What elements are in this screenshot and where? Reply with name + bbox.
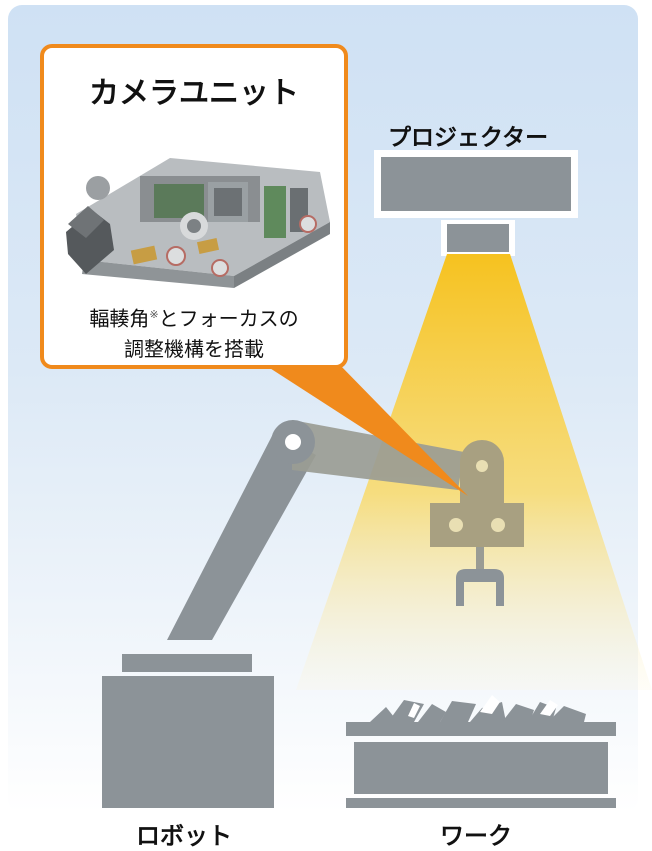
- camera-unit-illustration: [66, 158, 330, 288]
- tray-foot: [346, 798, 616, 808]
- camera-unit-callout: カメラユニット 輻輳角※とフォーカスの 調整機構を搭載: [40, 44, 348, 369]
- projector-body: [381, 157, 571, 211]
- footnote-mark: ※: [149, 308, 159, 321]
- callout-pointer: [262, 363, 468, 496]
- wrist-link: [460, 440, 504, 505]
- robot-base-body: [102, 676, 274, 808]
- projector-label: プロジェクター: [388, 125, 549, 151]
- camera-mount-hole-right: [491, 518, 505, 532]
- robot-end-effector: [430, 440, 524, 606]
- work-label: ワーク: [440, 822, 512, 850]
- gripper-claw: [456, 569, 504, 606]
- robot-label: ロボット: [136, 822, 232, 850]
- robot-elbow-pin: [285, 434, 301, 450]
- robot-lower-arm: [167, 432, 316, 640]
- callout-title: カメラユニット: [89, 76, 299, 111]
- projector: [374, 150, 578, 256]
- robot-upper-arm: [292, 420, 464, 490]
- gripper-stem: [476, 547, 484, 569]
- projector-lens: [447, 224, 509, 252]
- callout-description-line-1: 輻輳角※とフォーカスの: [44, 300, 344, 334]
- camera-mount-hole-left: [449, 518, 463, 532]
- camera-mount-block: [430, 503, 524, 547]
- robot-base: [102, 654, 274, 808]
- work-parts-pile: [370, 695, 586, 722]
- tray-body: [354, 742, 608, 794]
- focus-text: とフォーカスの: [158, 306, 299, 331]
- robot-arm: [167, 420, 464, 640]
- wrist-pin: [476, 460, 488, 472]
- callout-description: 輻輳角※とフォーカスの 調整機構を搭載: [44, 300, 344, 364]
- robot-base-flange: [122, 654, 252, 672]
- callout-description-line-2: 調整機構を搭載: [124, 336, 264, 361]
- tray-rim: [346, 722, 616, 736]
- work-tray: [346, 695, 616, 808]
- convergence-angle-text: 輻輳角: [89, 306, 150, 331]
